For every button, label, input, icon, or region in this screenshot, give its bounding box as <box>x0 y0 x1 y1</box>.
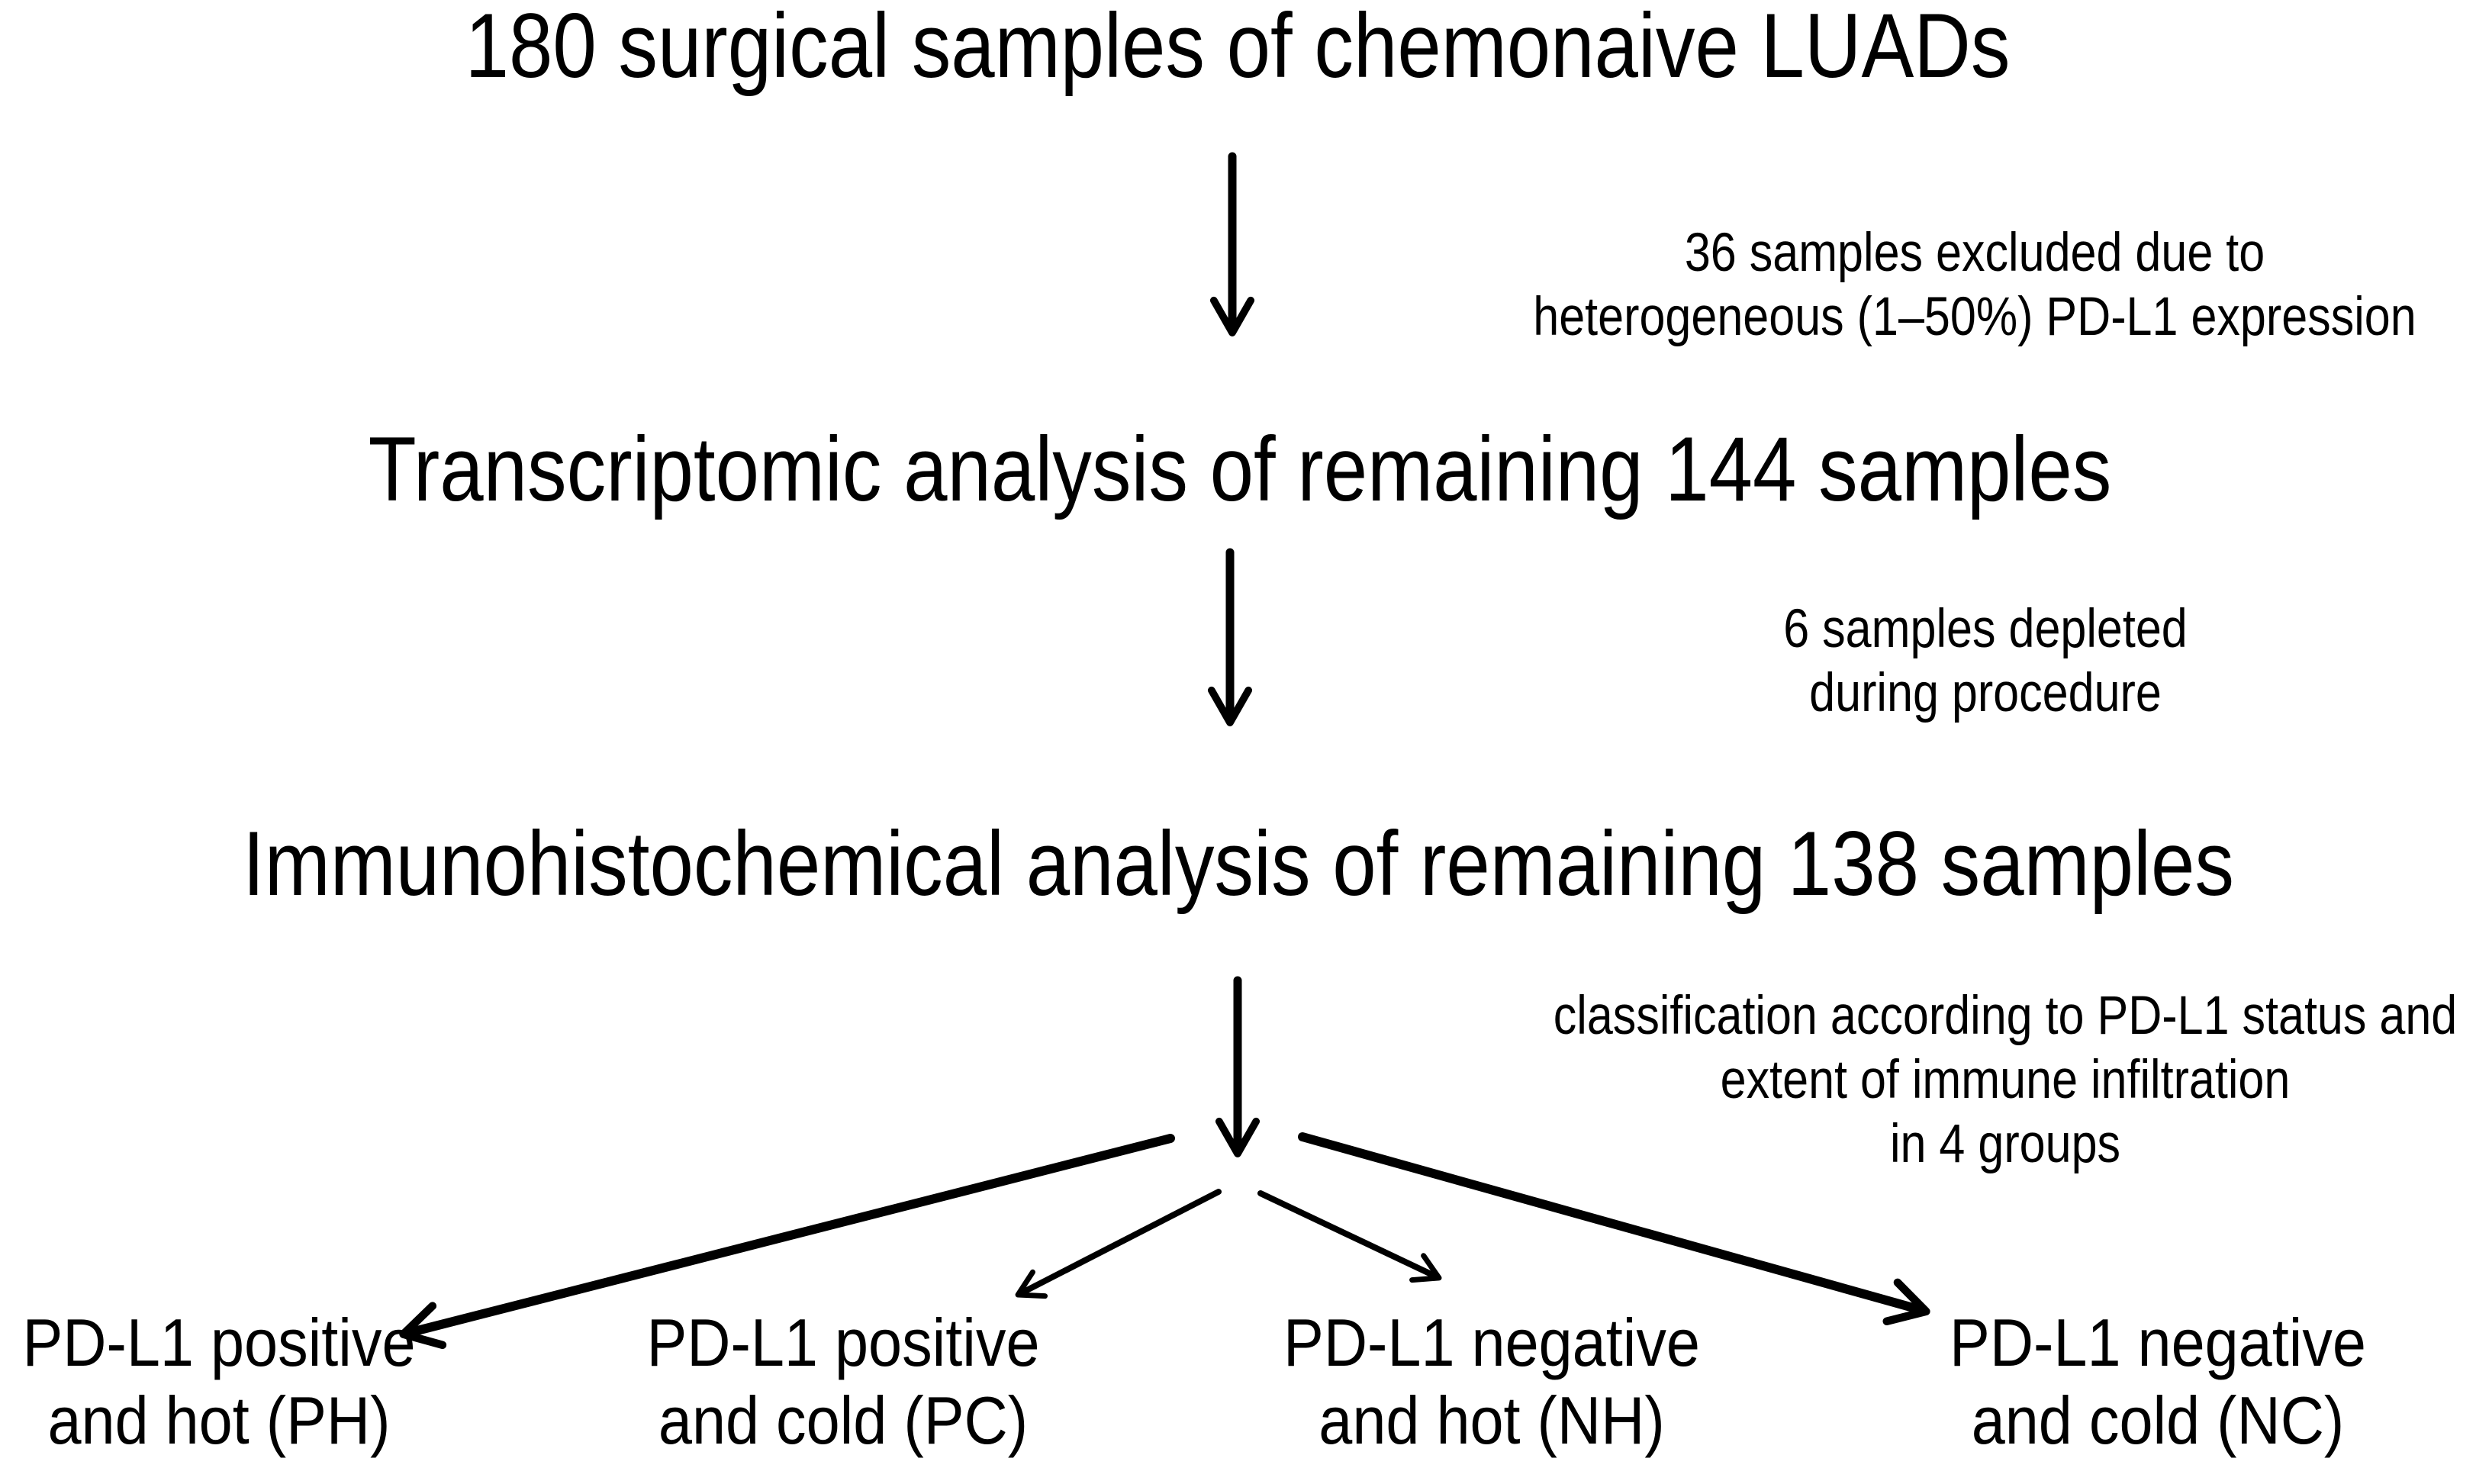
note-line: 6 samples depleted <box>1783 599 2188 659</box>
group-pc-label: PD-L1 positive and cold (PC) <box>646 1304 1039 1460</box>
group-ph-label: PD-L1 positive and hot (PH) <box>22 1304 415 1460</box>
note-classification: classification according to PD-L1 status… <box>1554 984 2458 1177</box>
note-line: in 4 groups <box>1889 1114 2121 1174</box>
node-start: 180 surgical samples of chemonaive LUADs <box>465 0 2011 97</box>
group-line: PD-L1 negative <box>1283 1305 1700 1380</box>
arrow-branch-pc <box>1015 1189 1222 1299</box>
group-line: and hot (NH) <box>1318 1383 1665 1458</box>
note-line: extent of immune infiltration <box>1720 1050 2291 1110</box>
note-line: during procedure <box>1809 663 2162 723</box>
arrow-branch-nh <box>1257 1190 1442 1283</box>
group-nc-label: PD-L1 negative and cold (NC) <box>1950 1304 2366 1460</box>
group-nh-label: PD-L1 negative and hot (NH) <box>1283 1304 1700 1460</box>
group-line: and cold (PC) <box>658 1383 1029 1458</box>
group-line: and hot (PH) <box>47 1383 391 1458</box>
group-line: PD-L1 positive <box>22 1305 416 1380</box>
arrow-branch-nc <box>1298 1132 1930 1326</box>
node-transcriptomic-analysis: Transcriptomic analysis of remaining 144… <box>368 418 2112 520</box>
note-line: 36 samples excluded due to <box>1684 223 2265 283</box>
group-line: and cold (NC) <box>1971 1383 2345 1458</box>
note-line: classification according to PD-L1 status… <box>1553 986 2458 1046</box>
note-depleted-samples: 6 samples depleted during procedure <box>1783 597 2188 726</box>
group-line: PD-L1 negative <box>1950 1305 2366 1380</box>
arrow-branch-ph <box>399 1134 1175 1350</box>
note-line: heterogeneous (1–50%) PD-L1 expression <box>1533 287 2416 347</box>
note-excluded-samples: 36 samples excluded due to heterogeneous… <box>1533 221 2416 349</box>
group-line: PD-L1 positive <box>646 1305 1040 1380</box>
node-ihc-analysis: Immunohistochemical analysis of remainin… <box>243 813 2234 915</box>
